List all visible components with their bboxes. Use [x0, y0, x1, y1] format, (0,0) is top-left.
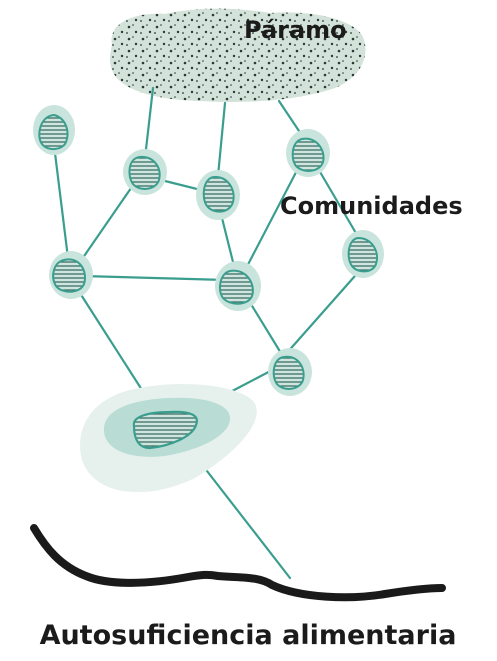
community-node-7 — [342, 230, 384, 278]
link-paramo-community-2 — [143, 86, 155, 160]
link-community-5-6 — [80, 274, 228, 282]
link-community-1-5 — [52, 143, 70, 260]
link-community-7-8 — [283, 266, 364, 357]
community-node-8 — [268, 348, 312, 396]
link-community-6-8 — [244, 294, 286, 360]
community-node-4 — [286, 129, 330, 177]
network-links — [52, 86, 364, 580]
link-center-ground — [198, 460, 292, 580]
paramo-label: Páramo — [244, 16, 347, 44]
ground-line — [30, 524, 446, 602]
paramo-cloud — [110, 8, 366, 102]
link-paramo-community-3 — [216, 101, 227, 178]
community-node-6 — [215, 261, 261, 311]
community-node-5 — [49, 251, 93, 299]
autosuficiencia-label: Autosuficiencia alimentaria — [40, 620, 457, 651]
community-node-1 — [33, 105, 75, 155]
community-node-3 — [196, 170, 240, 220]
community-node-2 — [123, 149, 167, 195]
link-community-2-5 — [78, 176, 140, 264]
comunidades-label: Comunidades — [280, 192, 463, 220]
link-community-4-7 — [311, 158, 362, 242]
link-community-4-6 — [240, 153, 307, 278]
central-hub — [80, 383, 257, 493]
